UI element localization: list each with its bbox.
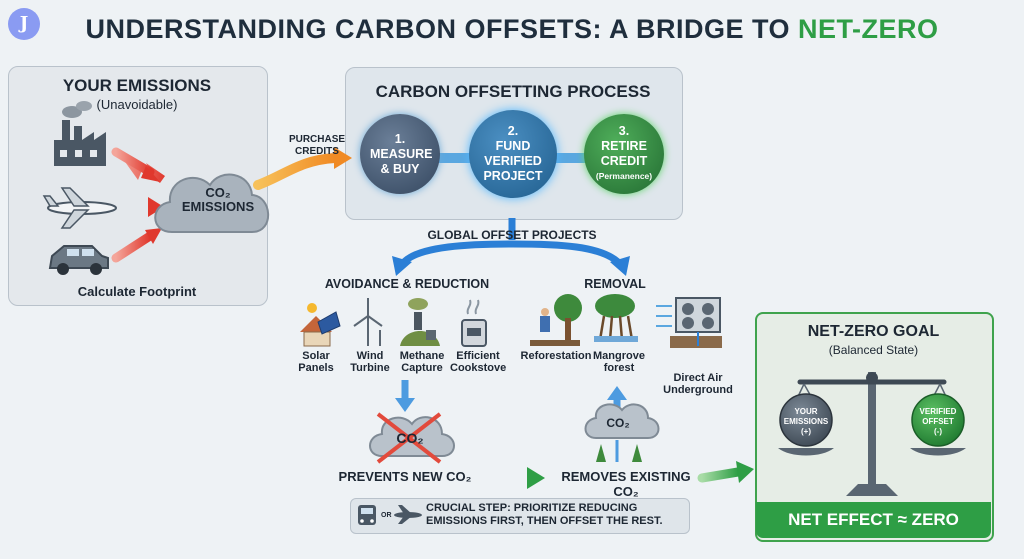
or-label: OR — [381, 512, 392, 519]
process-step-retire: 3.RETIRE CREDIT (Permanence) — [584, 114, 664, 194]
step1-num: 1. — [394, 131, 406, 146]
emissions-cloud-label: CO₂ EMISSIONS — [178, 186, 258, 214]
crucial-line2: EMISSIONS FIRST, THEN OFFSET THE REST. — [426, 515, 663, 527]
methane-line2: Capture — [401, 362, 443, 374]
right-line1: VERIFIED — [919, 407, 957, 416]
car-icon — [48, 245, 109, 275]
solar-line1: Solar — [302, 350, 330, 362]
right-line3: (-) — [934, 427, 942, 436]
reforestation-line1: Reforestation — [520, 350, 592, 362]
right-line2: OFFSET — [922, 417, 954, 426]
efficient-cookstove-icon — [461, 299, 487, 347]
purchase-line2: CREDITS — [295, 146, 339, 157]
avoidance-heading: AVOIDANCE & REDUCTION — [324, 277, 490, 291]
airplane-icon — [42, 187, 117, 229]
solar-panels-icon — [300, 303, 341, 347]
process-step-measure: 1.MEASURE & BUY — [360, 114, 440, 194]
step1-text: MEASURE & BUY — [370, 146, 433, 176]
purchase-credits-label: PURCHASE CREDITS — [282, 134, 352, 158]
left-line3: (+) — [801, 427, 811, 436]
crucial-line1: CRUCIAL STEP: PRIORITIZE REDUCING — [426, 502, 638, 514]
purchase-arrow — [253, 147, 352, 190]
balance-scale-icon — [778, 372, 966, 496]
direct-air-line1: Direct Air — [673, 372, 723, 384]
process-step-fund: 2.FUND VERIFIED PROJECT — [469, 110, 557, 198]
title-main: UNDERSTANDING CARBON OFFSETS: A BRIDGE T… — [85, 14, 798, 44]
removal-cloud-label: CO₂ — [606, 416, 630, 430]
net-zero-subheading: (Balanced State) — [828, 343, 919, 357]
emissions-subheading: (Unavoidable) — [96, 97, 178, 112]
direct-air-line2: Underground — [663, 384, 733, 396]
emissions-heading: YOUR EMISSIONS — [62, 76, 212, 95]
emissions-cloud-shape — [154, 173, 270, 233]
net-zero-heading: NET-ZERO GOAL — [807, 323, 940, 340]
calculate-footprint-label: Calculate Footprint — [77, 284, 197, 299]
net-effect-banner: NET EFFECT ≈ ZERO — [756, 502, 991, 538]
step3-note: (Permanence) — [595, 171, 653, 181]
purchase-line1: PURCHASE — [288, 134, 346, 145]
page-title: UNDERSTANDING CARBON OFFSETS: A BRIDGE T… — [0, 14, 1024, 45]
methane-capture-icon — [400, 298, 440, 346]
mangrove-forest-icon — [594, 294, 638, 342]
solar-line2: Panels — [298, 362, 334, 374]
step3-num: 3. — [618, 124, 630, 138]
prevented-co2-cloud — [369, 412, 455, 464]
removes-existing-label: REMOVES EXISTING CO₂ — [561, 469, 691, 499]
wind-line1: Wind — [356, 350, 384, 362]
left-line1: YOUR — [794, 407, 818, 416]
wind-turbine-icon — [353, 298, 383, 346]
step2-text: FUND VERIFIED PROJECT — [483, 139, 543, 183]
reforestation-icon — [530, 294, 582, 346]
airplane-small-icon — [394, 505, 422, 524]
factory-icon — [54, 101, 106, 166]
mangrove-line1: Mangrove — [593, 350, 645, 362]
removal-heading: REMOVAL — [584, 277, 646, 291]
item-reforestation: Reforestation — [520, 350, 592, 362]
step3-text: RETIRE CREDIT — [600, 139, 648, 168]
cookstove-line2: Cookstove — [450, 362, 507, 374]
mangrove-line2: forest — [603, 362, 635, 374]
title-highlight: NET-ZERO — [798, 14, 939, 44]
train-icon — [358, 505, 376, 525]
prevented-cloud-label: CO₂ — [396, 430, 424, 446]
scale-right-label: VERIFIED OFFSET (-) — [914, 407, 962, 437]
scale-left-label: YOUR EMISSIONS (+) — [782, 407, 830, 437]
prevents-new-label: PREVENTS NEW CO₂ — [338, 469, 472, 484]
methane-line1: Methane — [399, 350, 445, 362]
cloud-line-co2: CO₂ — [205, 185, 231, 200]
wind-line2: Turbine — [350, 362, 390, 374]
process-heading: CARBON OFFSETTING PROCESS — [375, 82, 651, 101]
cloud-line-emissions: EMISSIONS — [181, 199, 255, 214]
logo-badge: J — [8, 8, 40, 40]
branch-arrows — [401, 218, 621, 265]
step2-num: 2. — [507, 124, 519, 138]
left-line2: EMISSIONS — [783, 417, 829, 426]
emission-arrows — [111, 147, 165, 263]
cookstove-line1: Efficient — [456, 350, 500, 362]
crucial-step-text: CRUCIAL STEP: PRIORITIZE REDUCING EMISSI… — [426, 502, 688, 528]
global-offset-label: GLOBAL OFFSET PROJECTS — [427, 228, 597, 242]
direct-air-underground-icon — [656, 297, 722, 348]
removal-co2-cloud — [584, 403, 660, 462]
